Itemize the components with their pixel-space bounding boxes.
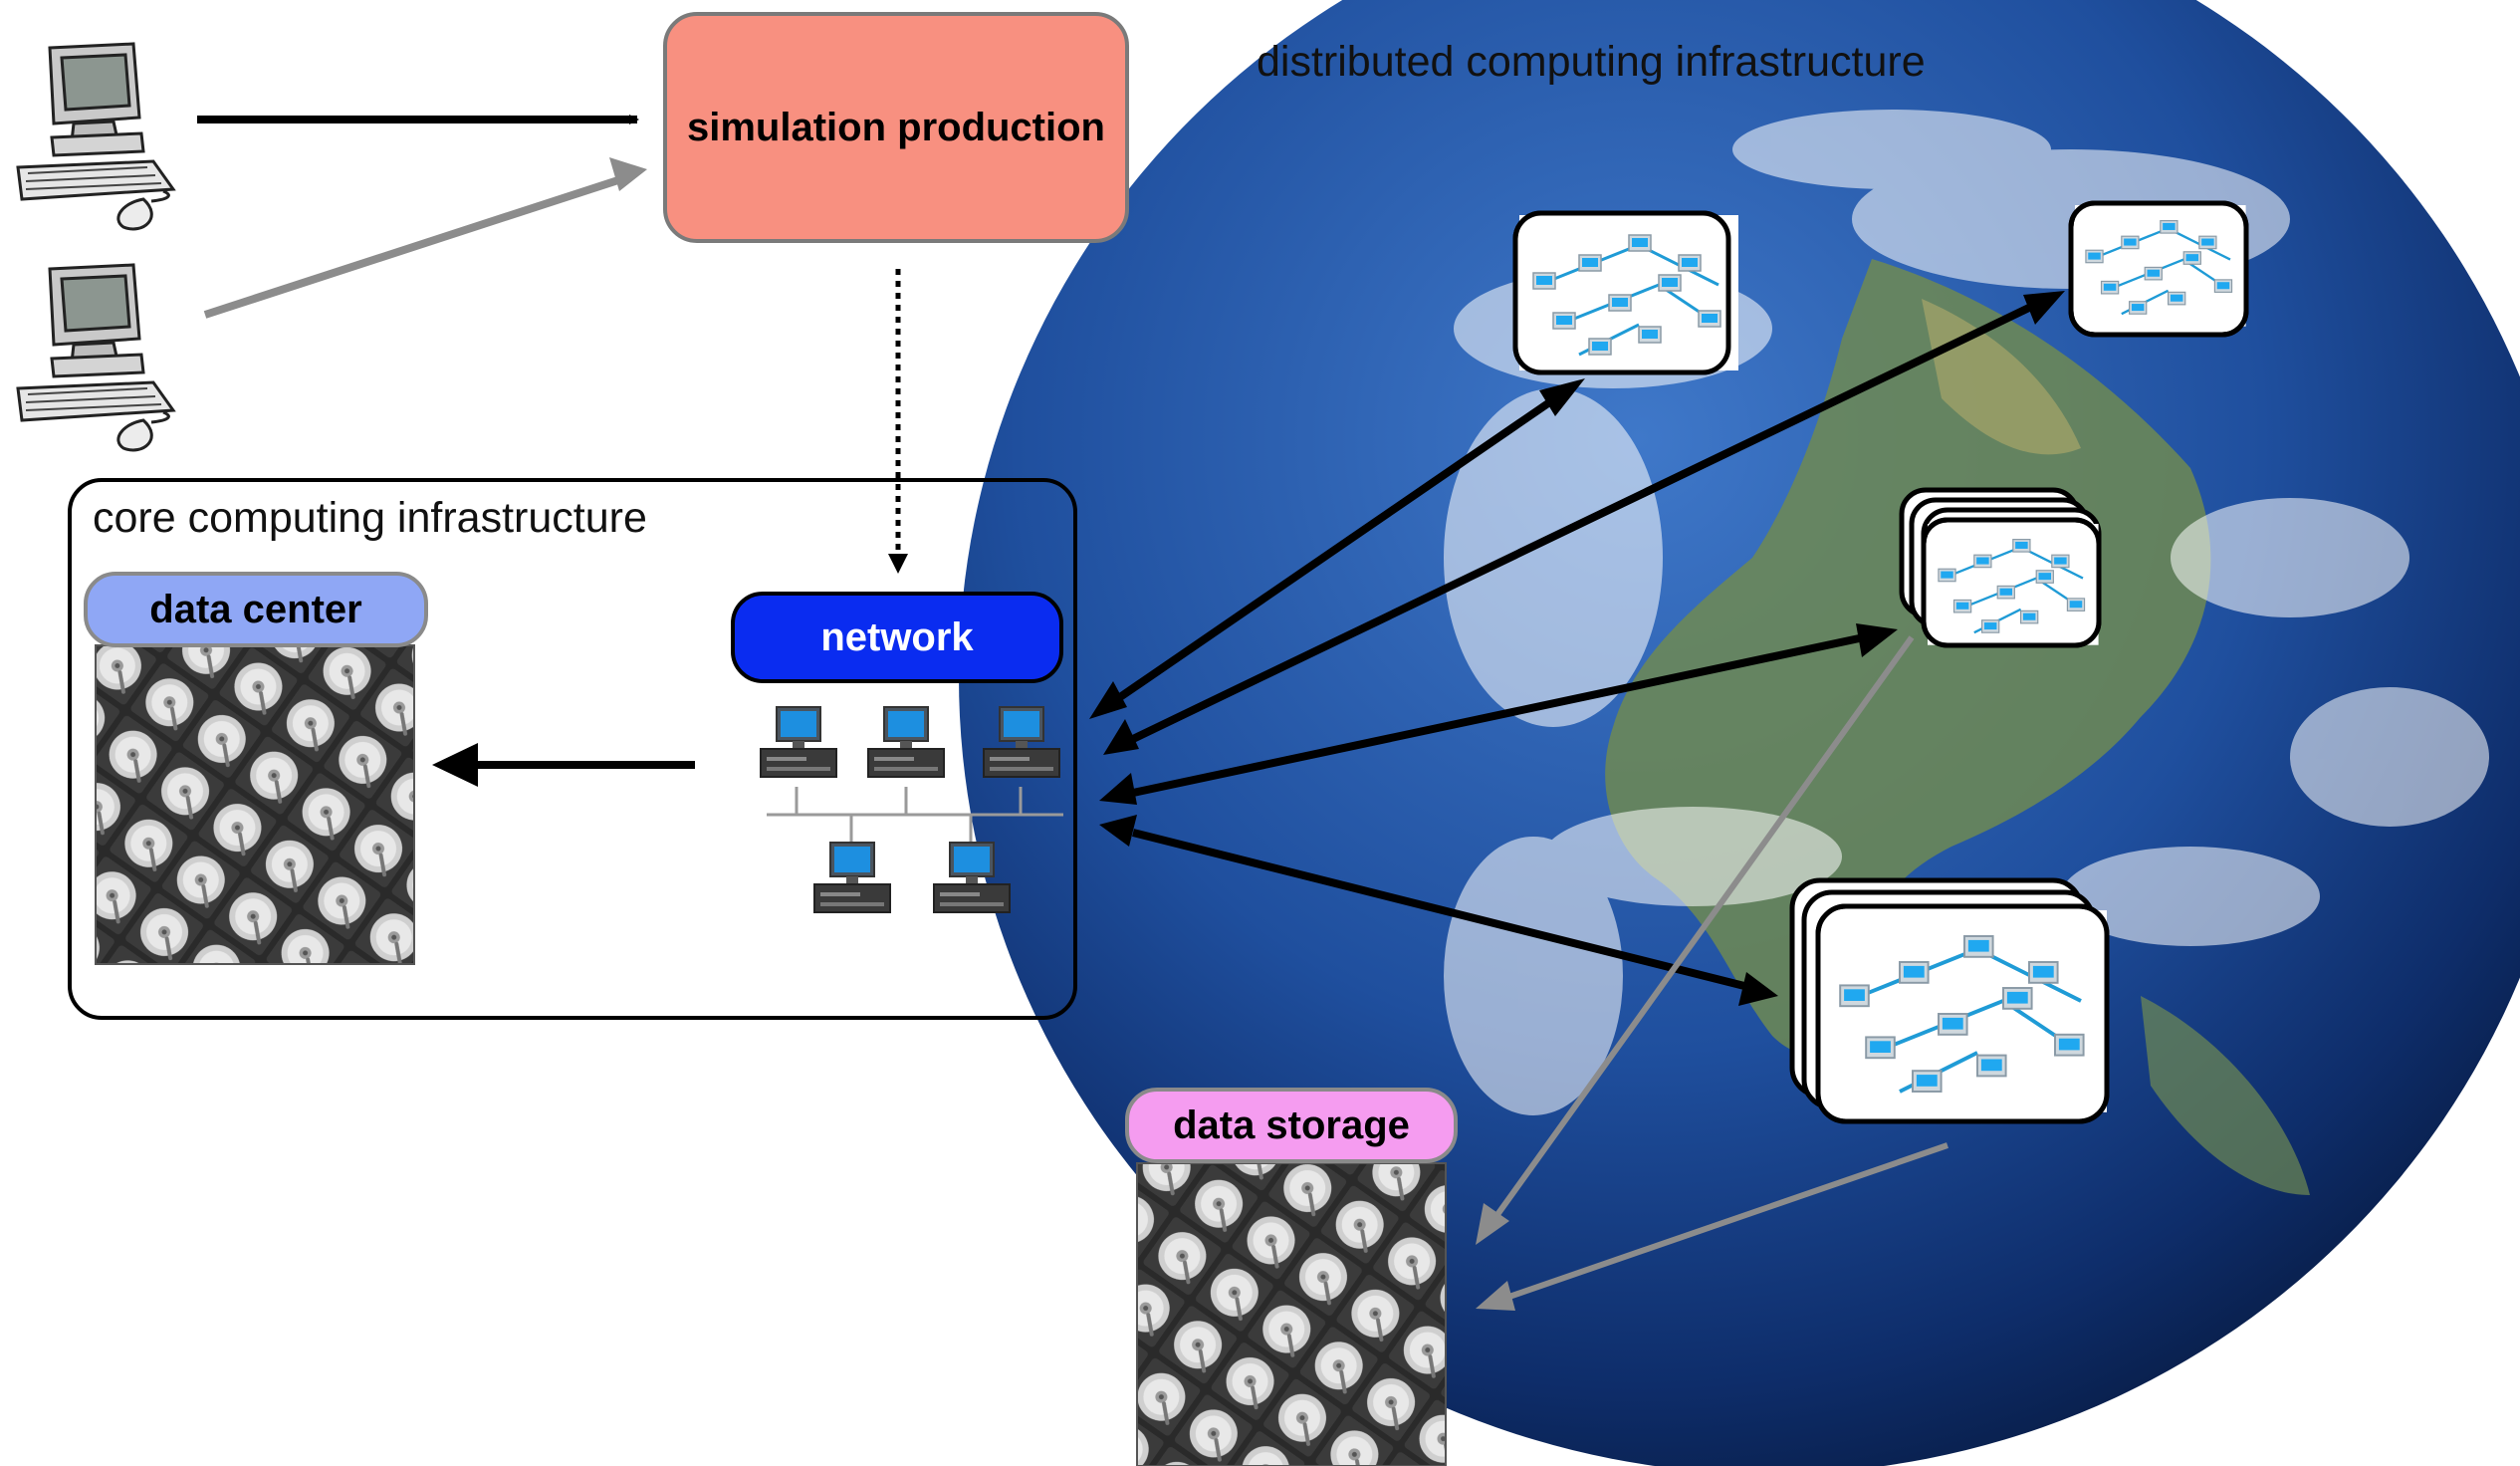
data-center-pill: data center [84,572,428,647]
arrowheads-sites [1089,291,2065,1006]
distributed-infrastructure-title: distributed computing infrastructure [1257,38,1926,86]
simulation-production-label: simulation production [687,105,1105,149]
network-pill: network [731,592,1063,683]
workstation-2 [16,263,175,452]
data-center-hard-drives [95,644,415,965]
lan-site-4-stack [1789,877,2110,1124]
arrow-site-4-to-data-storage [1502,1142,1948,1302]
data-storage-label: data storage [1173,1102,1410,1147]
network-label: network [820,614,974,659]
lan-site-2 [2068,200,2249,338]
arrow-site-3-to-data-storage [1489,635,1915,1225]
simulation-production-box: simulation production [663,12,1129,243]
network-nodes [760,706,1063,913]
arrow-workstation-2-to-simulation [203,171,635,319]
lan-site-3-stack [1899,487,2102,648]
data-center-label: data center [149,587,362,631]
core-infrastructure-box [68,478,1077,1020]
lan-site-1 [1512,210,1740,375]
core-infrastructure-title: core computing infrastructure [93,494,647,542]
workstation-1 [16,42,175,231]
arrows-network-to-sites [1114,301,2037,990]
data-storage-pill: data storage [1125,1088,1458,1163]
data-storage-hard-drives [1136,1162,1447,1466]
